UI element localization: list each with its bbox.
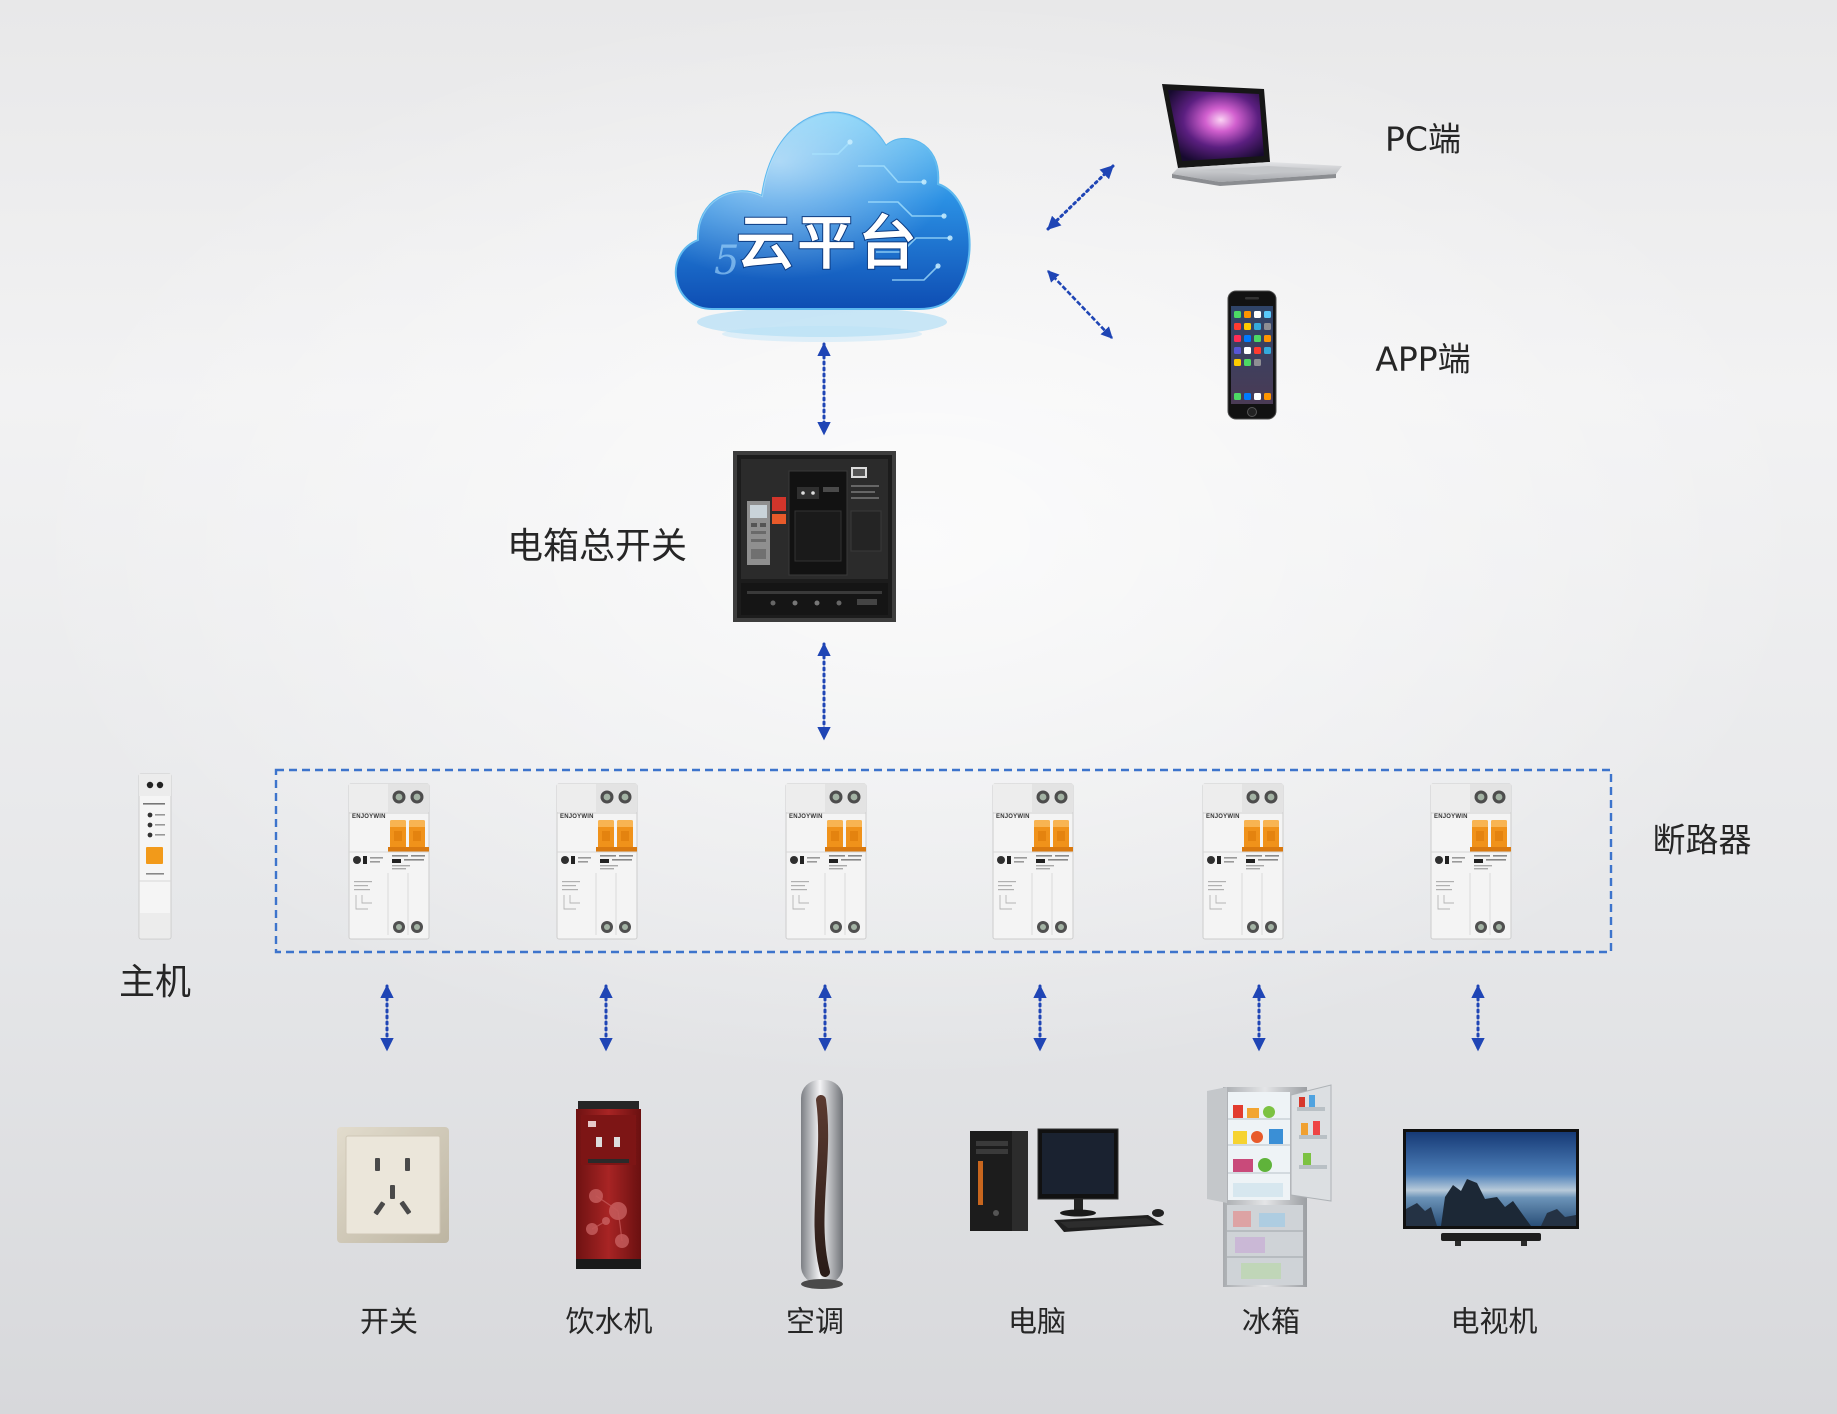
circuit-breaker-icon bbox=[992, 783, 1074, 940]
circuit-breaker-4: ENJOYWIN bbox=[992, 783, 1074, 940]
arrow-cloud-pc bbox=[1046, 164, 1115, 231]
host-label: 主机 bbox=[118, 962, 192, 1003]
cloud-title: 云平台 bbox=[736, 209, 919, 277]
appliance-label-refrigerator: 冰箱 bbox=[1241, 1304, 1301, 1339]
cloud-watermark-mark: 5 bbox=[714, 238, 739, 284]
main-switch-label: 电箱总开关 bbox=[506, 526, 688, 567]
main-breaker-icon bbox=[733, 451, 896, 622]
appliance-label-socket: 开关 bbox=[359, 1304, 419, 1339]
water-dispenser-icon bbox=[576, 1101, 641, 1269]
circuit-breaker-3: ENJOYWIN bbox=[785, 783, 867, 940]
appliance-label-water-dispenser: 饮水机 bbox=[565, 1304, 653, 1339]
air-conditioner-icon bbox=[801, 1080, 843, 1289]
circuit-breaker-icon bbox=[348, 783, 430, 940]
breaker-brand: ENJOYWIN bbox=[560, 814, 594, 820]
host-module-icon bbox=[138, 773, 172, 940]
appliance-label-television: 电视机 bbox=[1450, 1304, 1538, 1339]
app-client-label: APP端 bbox=[1375, 339, 1471, 379]
wall-socket-icon bbox=[337, 1127, 449, 1243]
television-icon bbox=[1403, 1129, 1579, 1246]
breakers-label: 断路器 bbox=[1652, 820, 1752, 860]
breaker-group-frame bbox=[274, 768, 1613, 954]
circuit-breaker-6: ENJOYWIN bbox=[1430, 783, 1512, 940]
cloud-icon: 5 云平台 bbox=[674, 111, 971, 342]
appliance-label-air-conditioner: 空调 bbox=[785, 1304, 845, 1339]
breaker-brand: ENJOYWIN bbox=[1206, 814, 1240, 820]
arrow-cloud-app bbox=[1047, 270, 1113, 339]
breaker-brand: ENJOYWIN bbox=[352, 814, 386, 820]
circuit-breaker-1: ENJOYWIN bbox=[348, 783, 430, 940]
circuit-breaker-2: ENJOYWIN bbox=[556, 783, 638, 940]
laptop-icon bbox=[1162, 84, 1342, 186]
appliance-label-computer: 电脑 bbox=[1007, 1304, 1067, 1339]
refrigerator-icon bbox=[1207, 1084, 1332, 1287]
breaker-brand: ENJOYWIN bbox=[996, 814, 1030, 820]
pc-client-label: PC端 bbox=[1385, 119, 1461, 159]
circuit-breaker-5: ENJOYWIN bbox=[1202, 783, 1284, 940]
smartphone-icon bbox=[1227, 290, 1277, 420]
circuit-breaker-icon bbox=[785, 783, 867, 940]
circuit-breaker-icon bbox=[1430, 783, 1512, 940]
desktop-computer-icon bbox=[970, 1128, 1164, 1232]
circuit-breaker-icon bbox=[1202, 783, 1284, 940]
breaker-brand: ENJOYWIN bbox=[1434, 814, 1468, 820]
breaker-brand: ENJOYWIN bbox=[789, 814, 823, 820]
circuit-breaker-icon bbox=[556, 783, 638, 940]
